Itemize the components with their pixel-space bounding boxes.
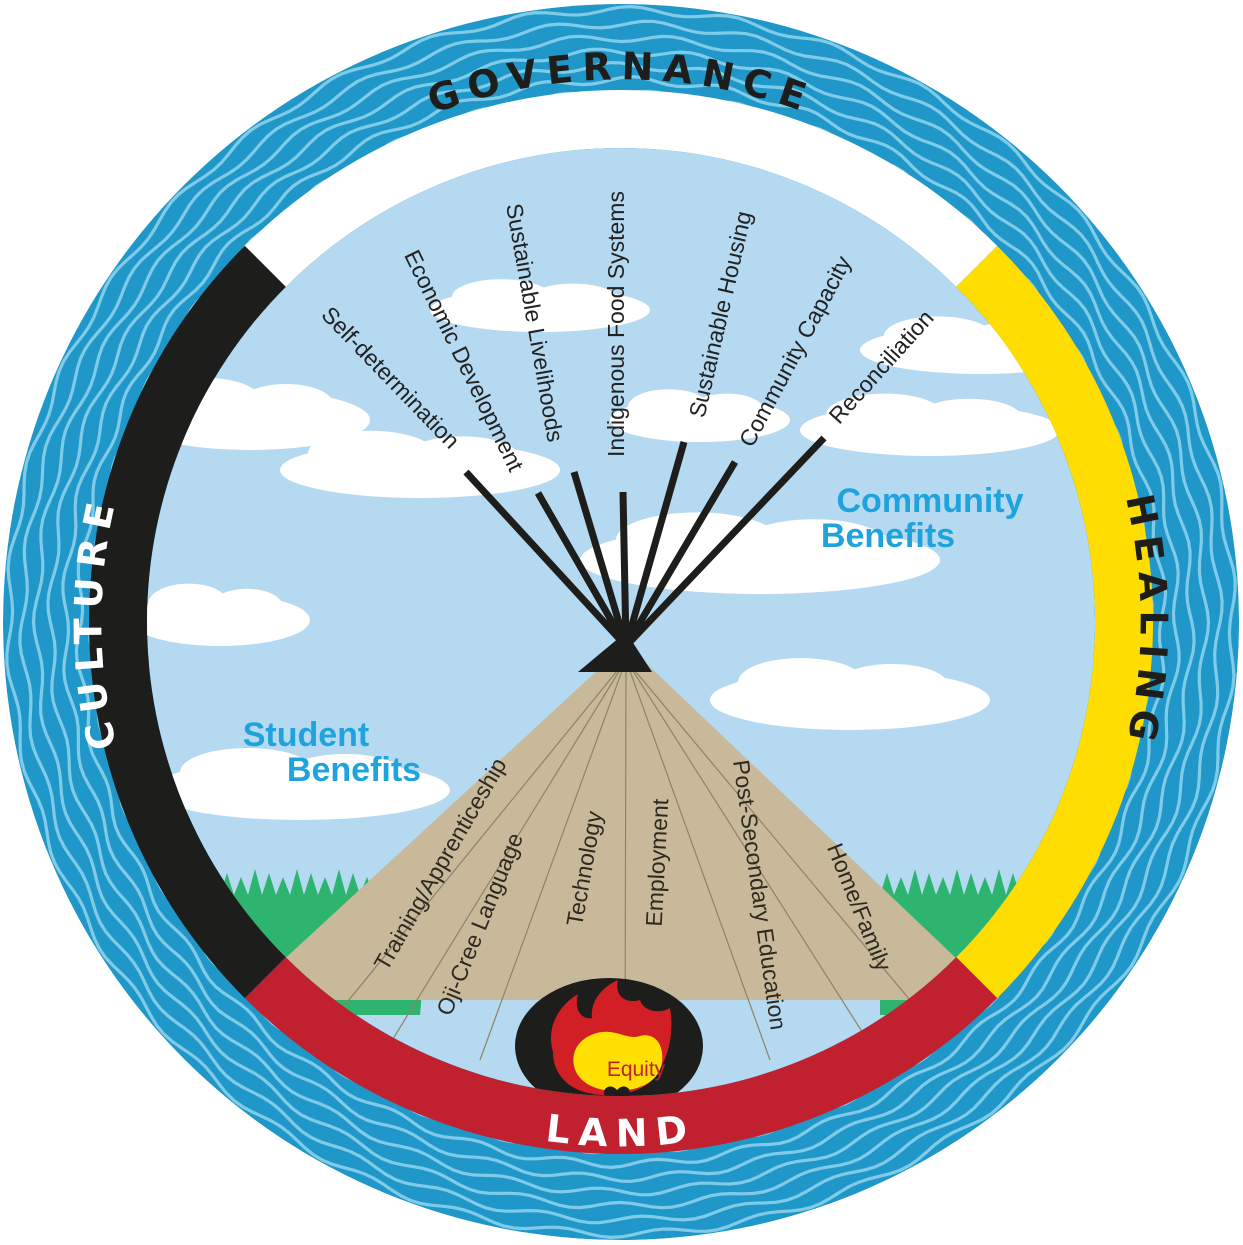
student-benefits-line1: Student bbox=[243, 716, 370, 754]
lodge-top bbox=[578, 632, 652, 672]
spoke-label: Indigenous Food Systems bbox=[603, 191, 629, 457]
land-label-path: LAND bbox=[544, 1106, 690, 1155]
community-benefits-line2: Benefits bbox=[821, 517, 955, 555]
land-label: LAND bbox=[544, 1106, 699, 1155]
lodge-pole bbox=[534, 491, 630, 648]
community-benefits-line1: Community bbox=[837, 482, 1024, 520]
lodge-pole bbox=[622, 441, 688, 647]
water-wave bbox=[31, 34, 1211, 1210]
lodge-pole bbox=[622, 460, 739, 648]
cloud bbox=[710, 658, 990, 730]
lodge-seam bbox=[625, 659, 961, 1061]
fire-icon: Equity bbox=[515, 978, 703, 1096]
quadrant-ring bbox=[89, 90, 1153, 1154]
heart-icon bbox=[604, 1086, 630, 1096]
lodge-seam bbox=[479, 659, 627, 1061]
water-wave bbox=[61, 60, 1181, 1184]
healing-segment bbox=[956, 245, 1153, 999]
culture-label-path: CULTURE bbox=[66, 490, 116, 754]
cloud bbox=[430, 279, 650, 332]
water-wave bbox=[5, 4, 1237, 1240]
lodge-pole bbox=[623, 435, 827, 649]
lodge-seam bbox=[625, 659, 881, 1061]
water-wave bbox=[74, 74, 1168, 1170]
lodge bbox=[240, 644, 1000, 1000]
cloud bbox=[150, 748, 450, 820]
cloud bbox=[147, 583, 310, 646]
lodge-pole bbox=[619, 491, 630, 647]
lodge-seam bbox=[625, 659, 771, 1061]
lodge-seam bbox=[299, 659, 627, 1061]
governance-segment bbox=[244, 90, 998, 287]
equity-label: Equity bbox=[607, 1058, 666, 1081]
culture-segment bbox=[89, 245, 286, 999]
lodge-pole bbox=[570, 470, 630, 648]
fire-inner-flame bbox=[573, 1031, 663, 1091]
water-wave bbox=[18, 19, 1224, 1225]
cloud bbox=[800, 393, 1060, 456]
cloud bbox=[610, 389, 790, 442]
water-wave bbox=[46, 47, 1196, 1197]
lodge-pole bbox=[463, 469, 629, 649]
land-segment bbox=[244, 957, 998, 1154]
student-benefits-line2: Benefits bbox=[287, 751, 421, 789]
lodge-seam bbox=[379, 659, 627, 1061]
community-benefits-label: Community Benefits bbox=[821, 482, 1024, 555]
cloud bbox=[280, 430, 560, 498]
student-benefits-label: Student Benefits bbox=[243, 716, 421, 789]
lodge-poles bbox=[463, 435, 827, 649]
culture-label: CULTURE bbox=[66, 490, 125, 754]
